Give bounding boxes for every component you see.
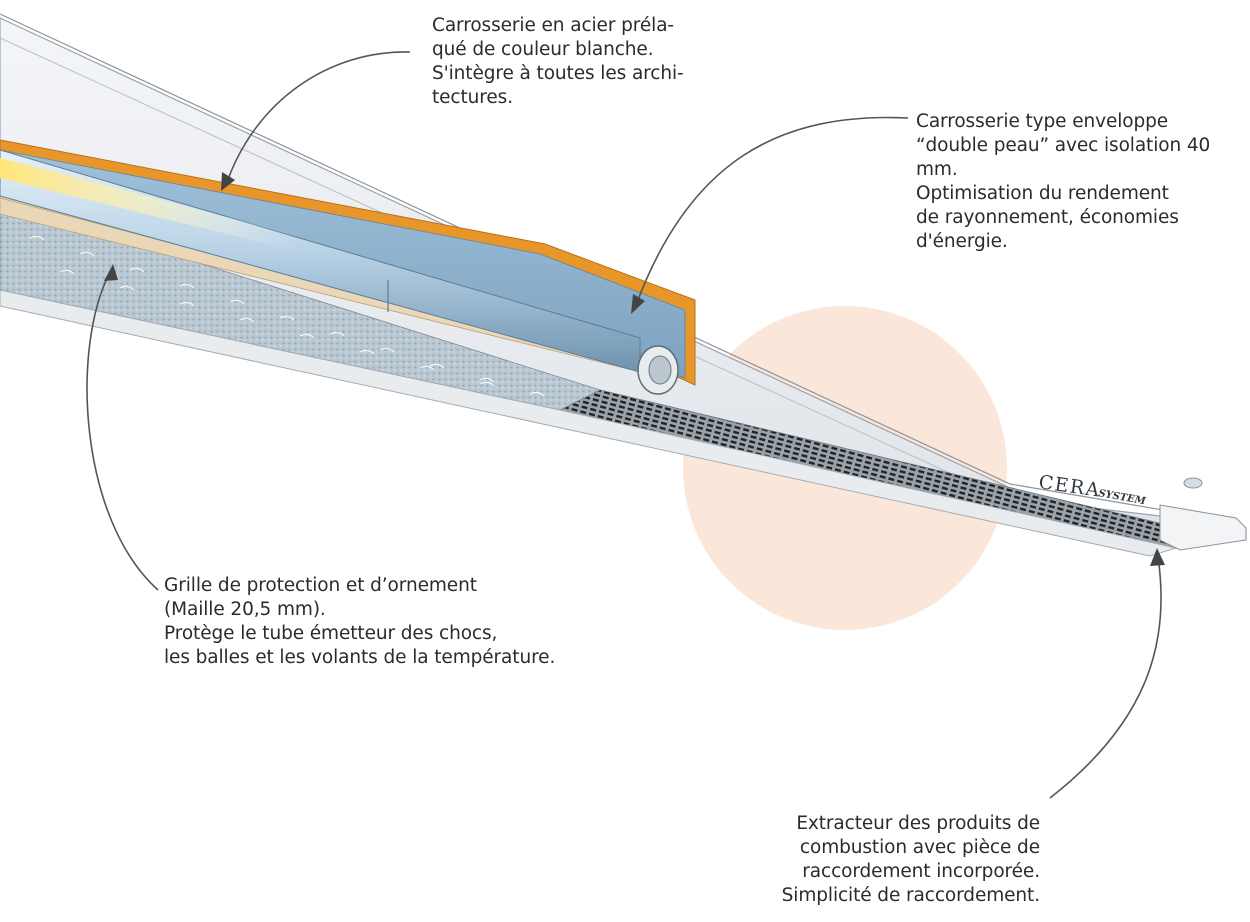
tube-end-inner [648,355,672,385]
annotation-line: mm. [916,159,958,180]
annotation-line: tectures. [432,87,513,108]
annotation-grille: Grille de protection et d’ornement (Mail… [164,574,555,670]
leader-lines [86,51,1162,799]
leader-arrowheads [104,172,1165,566]
leader-double-skin [635,116,909,306]
annotation-line: combustion avec pièce de [799,837,1040,858]
annotation-steel-body: Carrosserie en acier préla- qué de coule… [432,14,684,110]
annotation-line: raccordement incorporée. [802,861,1040,882]
annotation-line: “double peau” avec isolation 40 [916,135,1211,156]
annotation-double-skin: Carrosserie type enveloppe “double peau”… [916,110,1210,254]
leader-extractor [1049,556,1162,799]
extractor-knob [1183,477,1203,489]
annotation-line: Simplicité de raccordement. [781,885,1040,906]
annotation-line: qué de couleur blanche. [432,39,654,60]
annotation-line: Protège le tube émetteur des chocs, [164,623,498,644]
annotation-line: Extracteur des produits de [796,813,1040,834]
annotation-line: Grille de protection et d’ornement [164,575,477,596]
annotation-line: les balles et les volants de la températ… [164,647,556,668]
annotation-line: S'intègre à toutes les archi- [432,63,684,84]
annotation-line: Carrosserie en acier préla- [432,15,675,36]
housing-bottom-skirt [0,289,1178,557]
annotation-line: Carrosserie type enveloppe [916,111,1169,132]
annotation-line: Optimisation du rendement [916,183,1169,204]
housing-rim-line [0,13,1235,523]
cerasystem-logo-sub: SYSTEM [1097,488,1147,507]
extractor-end-block [1159,504,1247,551]
leader-steel [225,51,411,186]
annotation-line: d'énergie. [916,231,1008,252]
annotation-extractor: Extracteur des produits de combustion av… [782,812,1040,908]
tube-glow [0,158,300,252]
leader-grille [86,271,159,591]
annotation-line: de rayonnement, économies [916,207,1179,228]
grille-hooks [29,235,545,397]
annotation-line: (Maille 20,5 mm). [164,599,326,620]
